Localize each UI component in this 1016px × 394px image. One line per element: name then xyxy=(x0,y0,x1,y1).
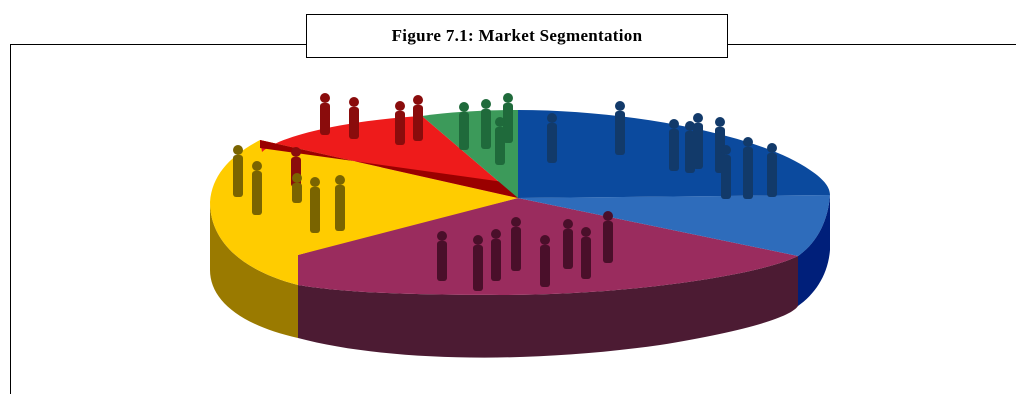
yellow-segment-top xyxy=(210,140,518,285)
green-group-people xyxy=(459,93,513,165)
blue-segment-light-top xyxy=(518,195,830,256)
blue-group-people xyxy=(547,101,777,199)
people-silhouettes xyxy=(233,93,777,291)
red-group-people xyxy=(291,93,423,187)
figure-caption: Figure 7.1: Market Segmentation xyxy=(306,14,728,58)
red-segment-edge xyxy=(260,140,518,198)
yellow-segment-side xyxy=(210,202,298,338)
green-segment-top xyxy=(422,110,518,198)
yellow-group-people xyxy=(233,145,345,233)
market-segmentation-pie-illustration xyxy=(210,93,830,358)
maroon-group-people xyxy=(437,211,613,291)
blue-segment-side xyxy=(798,195,830,306)
maroon-segment-side xyxy=(298,256,798,358)
